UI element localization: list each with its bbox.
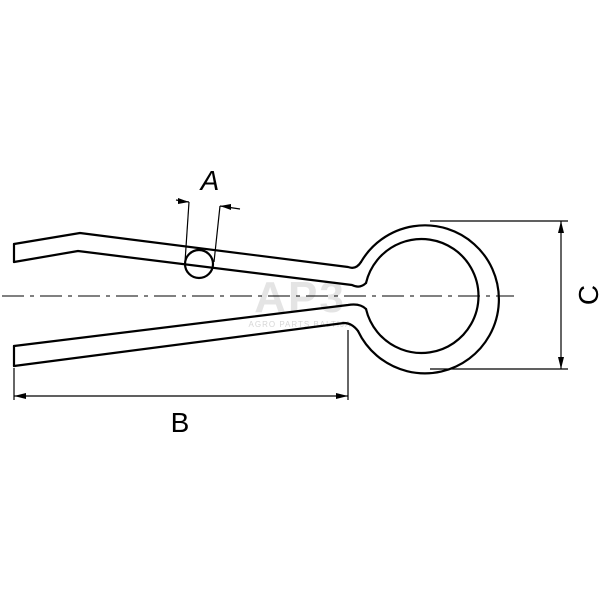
dimension-a-label: A bbox=[199, 165, 220, 196]
upper-leg bbox=[12, 231, 363, 269]
wire-section bbox=[183, 248, 215, 280]
watermark-logo: AP3 AGRO PARTS BALTIJA bbox=[249, 273, 352, 329]
watermark-tagline: AGRO PARTS BALTIJA bbox=[249, 320, 352, 329]
dimension-a: A bbox=[175, 165, 241, 263]
dimension-c-label: C bbox=[573, 285, 600, 305]
dimension-b-label: B bbox=[171, 407, 190, 438]
lower-leg-inner bbox=[12, 321, 360, 368]
ring-outer bbox=[356, 224, 500, 375]
lower-leg bbox=[12, 303, 368, 348]
ring-inner bbox=[364, 237, 480, 355]
dimension-c: C bbox=[430, 220, 600, 370]
dimension-b: B bbox=[13, 330, 349, 438]
upper-leg-inner bbox=[12, 249, 368, 288]
pin-outline bbox=[12, 224, 500, 375]
